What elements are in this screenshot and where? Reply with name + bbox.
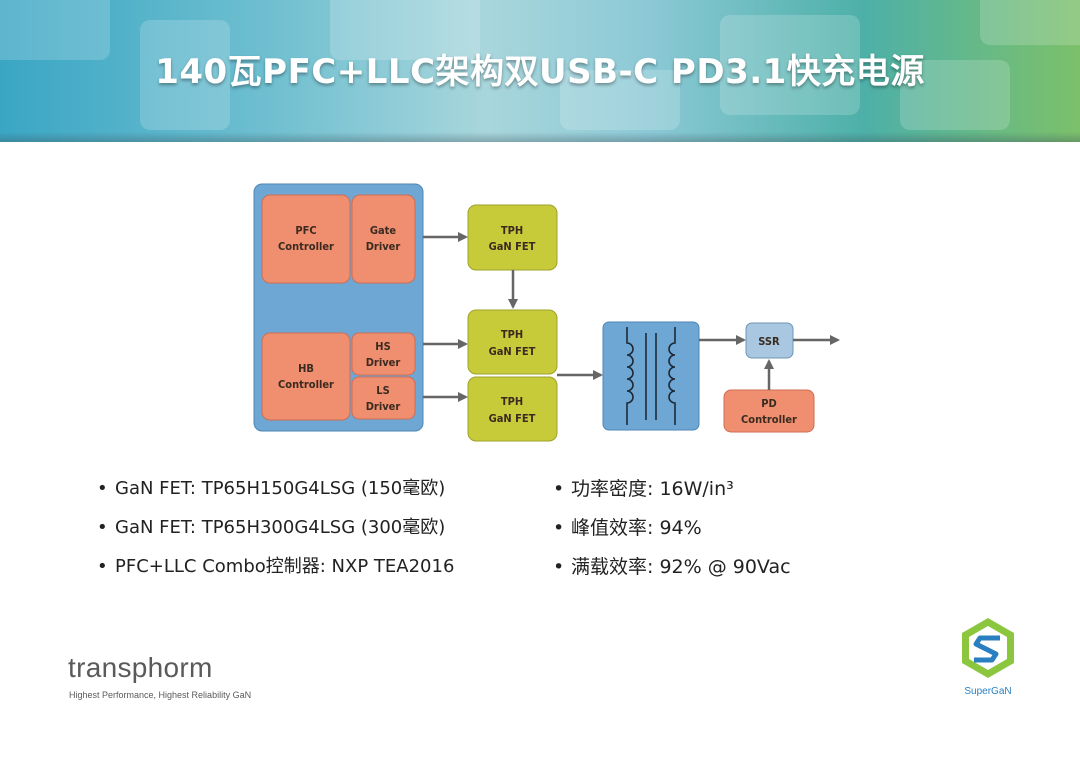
ls-driver-block: LS Driver — [351, 376, 416, 420]
transformer-coil-icon — [626, 327, 676, 425]
banner-tile — [140, 20, 230, 130]
gate-driver-block: Gate Driver — [351, 194, 416, 284]
pfc-controller-block: PFC Controller — [261, 194, 351, 284]
spec-item: 满载效率: 92% @ 90Vac — [553, 552, 791, 591]
spec-item: 功率密度: 16W/in³ — [553, 474, 791, 513]
hb-controller-label-1: HB — [298, 362, 314, 375]
hs-driver-block: HS Driver — [351, 332, 416, 376]
gan-fet-mid-block: TPH GaN FET — [467, 309, 558, 375]
banner-tile — [980, 0, 1080, 45]
hs-driver-label-1: HS — [375, 340, 390, 353]
brand-tagline: Highest Performance, Highest Reliability… — [69, 690, 252, 700]
gan-fet-mid-label-1: TPH — [501, 328, 523, 341]
pfc-controller-label-1: PFC — [295, 224, 316, 237]
transformer-block — [602, 321, 700, 431]
slide-title: 140瓦PFC+LLC架构双USB-C PD3.1快充电源 — [155, 52, 925, 92]
banner-tile — [560, 70, 680, 130]
gan-fet-mid-label-2: GaN FET — [489, 345, 536, 358]
spec-item: GaN FET: TP65H300G4LSG (300毫欧) — [97, 513, 454, 552]
gate-driver-label-2: Driver — [366, 240, 401, 253]
ls-driver-label-1: LS — [376, 384, 389, 397]
gan-fet-bottom-block: TPH GaN FET — [467, 376, 558, 442]
gate-driver-label-1: Gate — [370, 224, 397, 237]
pd-controller-label-2: Controller — [741, 413, 797, 426]
ssr-block: SSR — [745, 322, 794, 359]
spec-item: 峰值效率: 94% — [553, 513, 791, 552]
spec-item: GaN FET: TP65H150G4LSG (150毫欧) — [97, 474, 454, 513]
pd-controller-block: PD Controller — [723, 389, 815, 433]
spec-item: PFC+LLC Combo控制器: NXP TEA2016 — [97, 552, 454, 591]
gan-fet-top-label-2: GaN FET — [489, 240, 536, 253]
pd-controller-label-1: PD — [761, 397, 776, 410]
banner-tile — [330, 0, 480, 60]
supergan-logo-text: SuperGaN — [964, 686, 1012, 697]
banner-tile — [720, 15, 860, 115]
banner-tile — [0, 0, 110, 60]
specs-right-list: 功率密度: 16W/in³ 峰值效率: 94% 满载效率: 92% @ 90Va… — [553, 474, 791, 591]
hb-controller-block: HB Controller — [261, 332, 351, 421]
hs-driver-label-2: Driver — [366, 356, 401, 369]
ls-driver-label-2: Driver — [366, 400, 401, 413]
gan-fet-bottom-label-2: GaN FET — [489, 412, 536, 425]
gan-fet-top-label-1: TPH — [501, 224, 523, 237]
gan-fet-bottom-label-1: TPH — [501, 395, 523, 408]
transphorm-logo: transphorm — [68, 652, 213, 683]
banner-shadow — [0, 132, 1080, 142]
ssr-label: SSR — [758, 335, 780, 348]
specs-left-list: GaN FET: TP65H150G4LSG (150毫欧) GaN FET: … — [97, 474, 454, 591]
supergan-logo-icon — [962, 618, 1014, 678]
header-banner — [0, 0, 1080, 142]
gan-fet-top-block: TPH GaN FET — [467, 204, 558, 271]
banner-tile — [900, 60, 1010, 130]
hb-controller-label-2: Controller — [278, 378, 334, 391]
pfc-controller-label-2: Controller — [278, 240, 334, 253]
